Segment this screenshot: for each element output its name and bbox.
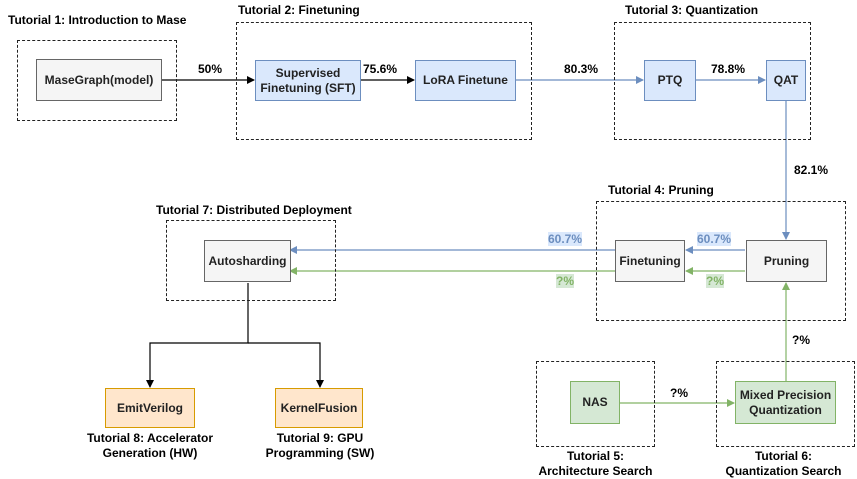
label-mase-to-sft: 50% [198, 62, 223, 76]
tutorial6-title: Tutorial 6: Quantization Search [725, 449, 842, 478]
label-mpq-to-pruning: ?% [792, 333, 810, 347]
finetuning-node[interactable]: Finetuning [615, 240, 685, 282]
label-nas-to-mpq: ?% [670, 386, 688, 400]
edge-autosharding-to-kernelfusion [248, 342, 324, 388]
lora-finetune-node[interactable]: LoRA Finetune [415, 60, 516, 101]
tutorial2-group [236, 22, 532, 140]
nas-node[interactable]: NAS [570, 381, 620, 424]
label-sft-to-lora: 75.6% [363, 62, 398, 76]
label-pruning-to-finetuning-green: ?% [706, 274, 724, 288]
ptq-node[interactable]: PTQ [644, 60, 696, 101]
sft-node[interactable]: Supervised Finetuning (SFT) [255, 60, 361, 101]
kernelfusion-node[interactable]: KernelFusion [275, 388, 363, 428]
emitverilog-node[interactable]: EmitVerilog [105, 388, 195, 428]
label-pruning-to-finetuning-blue: 60.7% [697, 232, 732, 246]
pruning-node[interactable]: Pruning [746, 240, 827, 282]
edge-autosharding-to-emitverilog [146, 283, 249, 388]
mixed-precision-quantization-node[interactable]: Mixed Precision Quantization [735, 381, 836, 424]
label-lora-to-ptq: 80.3% [564, 62, 599, 76]
label-finetuning-to-autosharding-green: ?% [556, 274, 574, 288]
tutorial7-group [166, 220, 336, 301]
tutorial4-title: Tutorial 4: Pruning [608, 183, 714, 197]
tutorial3-title: Tutorial 3: Quantization [625, 3, 759, 17]
masegraph-node[interactable]: MaseGraph(model) [36, 59, 162, 101]
tutorial6-group [716, 361, 855, 447]
label-finetuning-to-autosharding-blue: 60.7% [548, 232, 583, 246]
autosharding-node[interactable]: Autosharding [204, 240, 291, 282]
tutorial9-title: Tutorial 9: GPU Programming (SW) [265, 431, 375, 460]
tutorial3-group [614, 22, 811, 140]
tutorial5-group [536, 361, 655, 447]
tutorial4-group [596, 201, 846, 321]
tutorial8-title: Tutorial 8: Accelerator Generation (HW) [86, 431, 214, 460]
qat-node[interactable]: QAT [766, 60, 806, 101]
tutorial5-title: Tutorial 5: Architecture Search [538, 449, 653, 478]
label-ptq-to-qat: 78.8% [711, 62, 746, 76]
tutorial7-title: Tutorial 7: Distributed Deployment [156, 203, 352, 217]
tutorial1-title: Tutorial 1: Introduction to Mase [8, 13, 187, 27]
tutorial2-title: Tutorial 2: Finetuning [238, 3, 360, 17]
label-qat-to-pruning: 82.1% [794, 163, 829, 177]
tutorial1-group [17, 40, 177, 121]
